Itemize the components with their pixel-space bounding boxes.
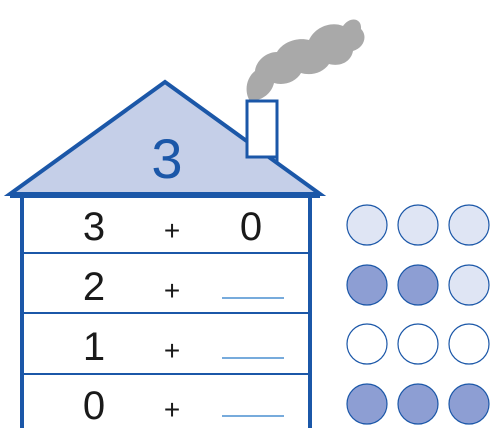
equation-row: 2 + xyxy=(83,265,284,309)
counter-dot-filled xyxy=(347,265,387,305)
equation-row: 3 + 0 xyxy=(83,205,262,249)
left-addend: 2 xyxy=(83,265,105,309)
counter-dot-empty xyxy=(347,324,387,364)
smoke-cloud xyxy=(247,20,365,101)
counter-dot-filled xyxy=(449,384,489,424)
left-addend: 1 xyxy=(83,325,105,369)
counter-dot-filled xyxy=(398,265,438,305)
counter-dots xyxy=(347,205,489,424)
counter-dot-empty xyxy=(449,324,489,364)
plus-sign: + xyxy=(164,335,180,366)
left-addend: 3 xyxy=(83,205,105,249)
equation-row: 0 + xyxy=(83,384,284,428)
plus-sign: + xyxy=(164,394,180,425)
counter-dot-light xyxy=(347,205,387,245)
chimney-front xyxy=(247,101,277,157)
plus-sign: + xyxy=(164,215,180,246)
plus-sign: + xyxy=(164,275,180,306)
counter-dot-empty xyxy=(398,324,438,364)
counter-dot-filled xyxy=(347,384,387,424)
left-addend: 0 xyxy=(83,384,105,428)
counter-dot-filled xyxy=(398,384,438,424)
counter-dot-light xyxy=(398,205,438,245)
roof-number: 3 xyxy=(151,127,182,190)
counter-dot-light xyxy=(449,205,489,245)
right-addend: 0 xyxy=(240,205,262,249)
equation-row: 1 + xyxy=(83,325,284,369)
counter-dot-light xyxy=(449,265,489,305)
